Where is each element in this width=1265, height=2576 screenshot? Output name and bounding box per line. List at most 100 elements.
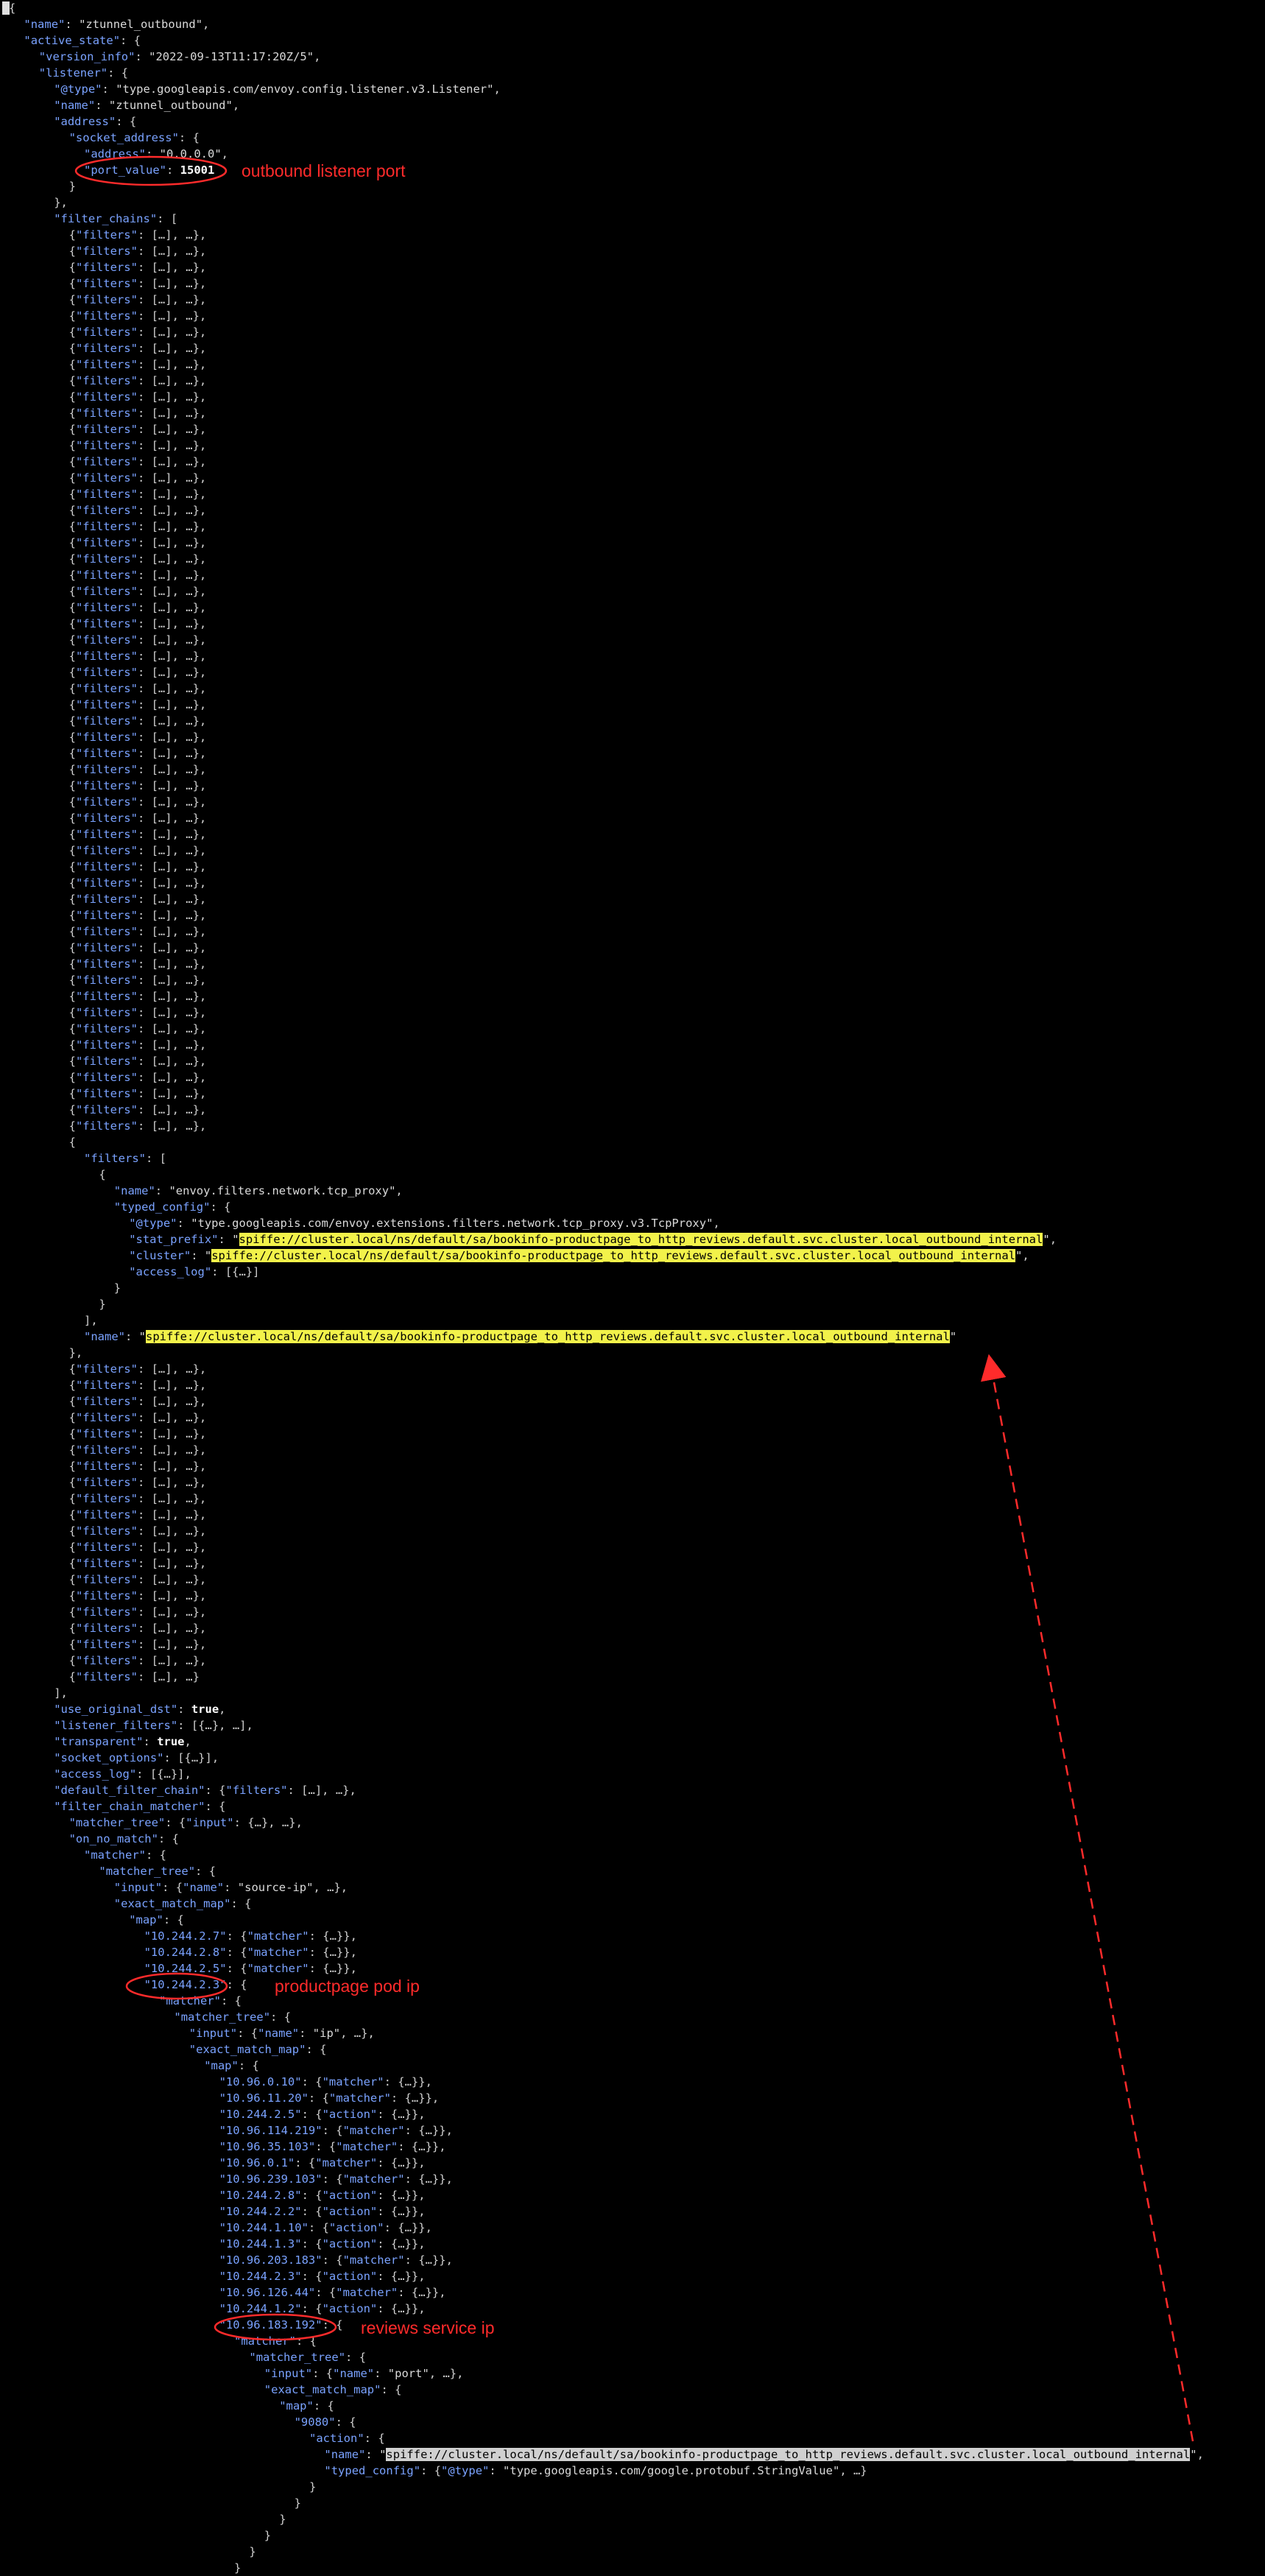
json-token: : — [224, 1881, 238, 1894]
code-line: "9080": { — [295, 2414, 356, 2430]
json-token: : — [166, 163, 180, 177]
code-line: {"filters": […], …}, — [69, 502, 207, 518]
json-token: { — [68, 1492, 76, 1505]
json-key: "filters" — [75, 860, 138, 873]
json-token: { — [68, 585, 76, 598]
json-token: : — [146, 147, 160, 161]
json-token: : […], …}, — [137, 325, 207, 339]
json-token: 15001 — [180, 163, 215, 177]
json-token: : […], …}, — [137, 714, 207, 728]
json-token: { — [68, 893, 76, 906]
json-token: { — [68, 455, 76, 468]
json-token: : [{…}], — [136, 1767, 191, 1781]
json-token: : […], …}, — [137, 1362, 207, 1376]
json-key: "filters" — [75, 1508, 138, 1521]
json-token: " — [232, 1233, 239, 1246]
json-token: { — [68, 536, 76, 549]
json-key: "filters" — [75, 455, 138, 468]
json-token: : — [125, 1330, 139, 1343]
code-line: "10.244.1.3": {"action": {…}}, — [219, 2236, 426, 2252]
json-key: "filters" — [75, 293, 138, 306]
code-line: "typed_config": {"@type": "type.googleap… — [324, 2463, 867, 2479]
json-key: "10.96.0.10" — [219, 2075, 302, 2088]
json-token: : […], …}, — [137, 682, 207, 695]
code-line: {"filters": […], …}, — [69, 1572, 207, 1588]
json-token: { — [68, 309, 76, 323]
code-line: {"filters": […], …}, — [69, 389, 207, 405]
json-token: }, — [54, 196, 68, 209]
code-line: {"filters": […], …}, — [69, 599, 207, 616]
code-line: "socket_address": { — [69, 130, 200, 146]
json-token: , — [184, 1735, 191, 1748]
json-key: "socket_address" — [68, 131, 179, 144]
code-line: {"filters": […], …}, — [69, 1442, 207, 1458]
json-key: "filters" — [75, 812, 138, 825]
json-key: "matcher_tree" — [68, 1816, 166, 1829]
json-token: : […], …}, — [137, 471, 207, 485]
json-key: "map" — [279, 2399, 314, 2413]
json-key: "filters" — [75, 1557, 138, 1570]
json-key: "10.244.2.2" — [219, 2205, 302, 2218]
code-line: {"filters": […], …}, — [69, 405, 207, 421]
code-line: {"filters": […], …}, — [69, 891, 207, 907]
code-line: "exact_match_map": { — [114, 1896, 252, 1912]
json-token: { — [68, 439, 76, 452]
json-key: "filters" — [75, 698, 138, 711]
json-token: " — [1043, 1233, 1050, 1246]
code-line: { — [99, 1166, 105, 1183]
json-key: "filters" — [75, 601, 138, 614]
json-token: : { — [313, 2399, 334, 2413]
json-token: : […], …}, — [137, 1103, 207, 1116]
json-key: "name" — [24, 18, 66, 31]
json-key: "filters" — [75, 957, 138, 971]
json-token: " — [1015, 1249, 1023, 1262]
json-token: : […], …}, — [137, 1006, 207, 1019]
json-key: "@type" — [441, 2464, 490, 2477]
json-key: "address" — [84, 147, 146, 161]
code-line: } — [309, 2479, 316, 2495]
json-token: : […], …}, — [137, 893, 207, 906]
json-key: "name" — [113, 1184, 155, 1197]
json-token: : { — [226, 1946, 247, 1959]
json-token: : […], …}, — [137, 731, 207, 744]
json-token: : { — [205, 1784, 226, 1797]
code-line: {"filters": […], …}, — [69, 340, 207, 356]
json-key: "10.96.0.1" — [219, 2156, 295, 2169]
code-line: {"filters": […], …}, — [69, 1636, 207, 1653]
json-token: : — [155, 1184, 169, 1197]
code-line: } — [234, 2560, 241, 2576]
json-token: { — [68, 325, 76, 339]
json-token: { — [68, 714, 76, 728]
json-token: { — [68, 488, 76, 501]
json-token: { — [68, 747, 76, 760]
json-key: "matcher" — [247, 1946, 309, 1959]
json-key: "10.96.11.20" — [219, 2091, 309, 2105]
json-token: } — [99, 1298, 106, 1311]
json-token: : { — [420, 2464, 442, 2477]
json-token: } — [113, 1281, 121, 1295]
json-key: "filter_chains" — [54, 212, 158, 225]
json-key: "action" — [322, 2270, 378, 2283]
code-line: {"filters": […], …}, — [69, 648, 207, 664]
json-key: "cluster" — [129, 1249, 191, 1262]
json-key: "filters" — [225, 1784, 288, 1797]
json-token: : {…}}, — [309, 1946, 357, 1959]
json-token: { — [68, 1119, 76, 1133]
json-token: : { — [230, 1897, 252, 1910]
code-line: "on_no_match": { — [69, 1831, 179, 1847]
json-token: : […], …}, — [137, 1589, 207, 1602]
json-token: { — [68, 1022, 76, 1035]
json-token: : {…}}, — [390, 2091, 440, 2105]
json-token: { — [68, 731, 76, 744]
json-key: "filters" — [75, 1589, 138, 1602]
json-token: : — [95, 99, 109, 112]
json-token: : { — [312, 2367, 334, 2380]
json-token: : { — [120, 34, 141, 47]
json-token: { — [68, 601, 76, 614]
code-line: {"filters": […], …}, — [69, 454, 207, 470]
json-token: : — [135, 50, 149, 63]
json-token: : {…}}, — [377, 2189, 426, 2202]
json-token: { — [68, 1087, 76, 1100]
json-token: { — [68, 342, 76, 355]
json-key: "action" — [322, 2189, 378, 2202]
